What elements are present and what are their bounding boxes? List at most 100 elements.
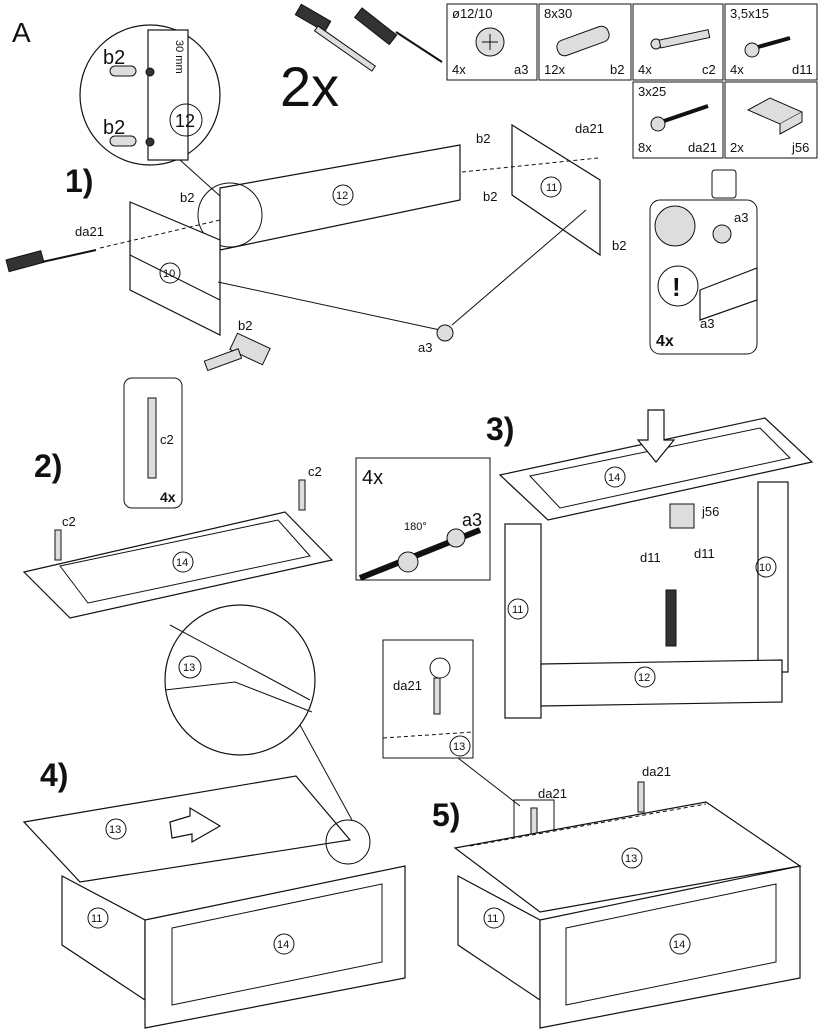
step-1-label: 1): [65, 163, 93, 199]
hardware-qty: 2x: [730, 140, 744, 155]
connector-bolt-icon: [298, 479, 306, 511]
svg-text:4x: 4x: [362, 467, 383, 489]
svg-text:d11: d11: [640, 550, 661, 565]
svg-text:11: 11: [487, 913, 498, 925]
svg-text:13: 13: [109, 824, 121, 836]
step-2-label: 2): [34, 448, 62, 484]
panel-12: 12: [219, 144, 461, 251]
dowel-icon: [556, 25, 610, 57]
svg-text:12: 12: [336, 190, 348, 202]
hardware-item-d11: 3,5x15 4x d11: [724, 3, 818, 81]
svg-text:11: 11: [546, 182, 557, 194]
hand-icon: [711, 169, 737, 199]
svg-text:11: 11: [91, 913, 102, 925]
svg-text:b2: b2: [476, 131, 490, 146]
drawer-step5: 13 11 14: [453, 801, 802, 1029]
hardware-code: da21: [688, 140, 717, 155]
svg-text:b2: b2: [612, 238, 626, 253]
svg-text:14: 14: [608, 472, 620, 484]
hardware-code: b2: [610, 62, 624, 77]
step-3-label: 3): [486, 411, 514, 447]
svg-text:10: 10: [759, 562, 771, 574]
carcass-step3: 14 11 10 12 j56 d11 d11: [498, 409, 814, 719]
panel-10: 10: [129, 201, 221, 336]
svg-text:j56: j56: [701, 504, 719, 519]
svg-text:c2: c2: [160, 432, 174, 447]
svg-text:c2: c2: [308, 464, 322, 479]
hammer-icon: [294, 3, 377, 72]
svg-text:da21: da21: [538, 786, 567, 801]
svg-text:b2: b2: [180, 190, 194, 205]
part-number: 12: [175, 111, 195, 131]
step-4-label: 4): [40, 757, 68, 793]
hardware-item-da21: 3x25 8x da21: [632, 81, 724, 159]
screwdriver-icon: [665, 589, 677, 647]
svg-text:4x: 4x: [656, 333, 674, 350]
hardware-qty: 8x: [638, 140, 652, 155]
hardware-qty: 4x: [452, 62, 466, 77]
measure-label: 30 mm: [173, 40, 185, 74]
hardware-item-b2: 8x30 12x b2: [538, 3, 632, 81]
svg-text:14: 14: [277, 939, 289, 951]
hardware-code: j56: [791, 140, 809, 155]
hardware-size: ø12/10: [452, 6, 492, 21]
svg-text:a3: a3: [700, 316, 714, 331]
detail-circle-groove: 13: [164, 604, 353, 821]
svg-text:b2: b2: [238, 318, 252, 333]
svg-text:12: 12: [638, 672, 650, 684]
long-screw-icon: [650, 104, 709, 132]
svg-text:13: 13: [183, 662, 195, 674]
panel-11: 11: [511, 123, 601, 257]
screwdriver-icon: [5, 249, 97, 273]
long-screw-icon: [637, 781, 645, 813]
svg-text:da21: da21: [575, 121, 604, 136]
svg-text:da21: da21: [642, 764, 671, 779]
svg-text:13: 13: [453, 741, 465, 753]
tools-count: 2x: [280, 55, 339, 118]
svg-text:da21: da21: [75, 224, 104, 239]
hardware-table: ø12/10 4x a3 8x30 12x b2 4x c2 3,5x15: [446, 3, 818, 159]
detail-box-screw: da21 13: [382, 639, 521, 807]
detail-circle-dowel: 30 mm b2 b2 12: [79, 24, 231, 206]
drawer-step4: 13 11 14: [22, 775, 406, 1029]
hardware-item-j56: 2x j56: [724, 81, 818, 159]
sheet-letter: A: [12, 17, 31, 48]
cam-lock-icon: [436, 324, 454, 342]
hammer-icon: [203, 332, 271, 372]
screwdriver-icon: [353, 7, 443, 63]
short-screw-icon: [744, 36, 791, 58]
svg-text:13: 13: [625, 853, 637, 865]
hardware-size: 8x30: [544, 6, 572, 21]
detail-box-cam: a3 ! a3 4x: [649, 169, 758, 355]
connector-bolt-icon: [650, 29, 711, 50]
arrow-down-icon: [636, 409, 676, 463]
hardware-item-a3: ø12/10 4x a3: [446, 3, 538, 81]
svg-text:a3: a3: [462, 510, 482, 530]
svg-text:a3: a3: [734, 210, 748, 225]
dowel-code: b2: [103, 47, 125, 69]
bracket-icon: [669, 503, 695, 529]
hardware-code: d11: [792, 62, 813, 77]
arrow-right-icon: [169, 806, 222, 844]
svg-text:!: !: [672, 272, 681, 302]
panel-14-flat: 14: [22, 511, 334, 619]
svg-text:10: 10: [163, 268, 175, 280]
dowel-code: b2: [103, 117, 125, 139]
detail-box-bolt: c2 4x: [123, 377, 183, 509]
detail-box-rotate: 4x 180° a3: [355, 457, 491, 581]
svg-text:11: 11: [512, 604, 523, 616]
svg-text:14: 14: [176, 557, 188, 569]
svg-text:b2: b2: [483, 189, 497, 204]
hardware-item-c2: 4x c2: [632, 3, 724, 81]
svg-text:d11: d11: [694, 546, 715, 561]
svg-text:c2: c2: [62, 514, 76, 529]
hardware-qty: 12x: [544, 62, 565, 77]
hardware-code: c2: [702, 62, 716, 77]
svg-text:14: 14: [673, 939, 685, 951]
svg-text:da21: da21: [393, 678, 422, 693]
svg-text:180°: 180°: [404, 521, 427, 533]
hardware-code: a3: [514, 62, 528, 77]
hardware-size: 3x25: [638, 84, 666, 99]
hardware-qty: 4x: [730, 62, 744, 77]
